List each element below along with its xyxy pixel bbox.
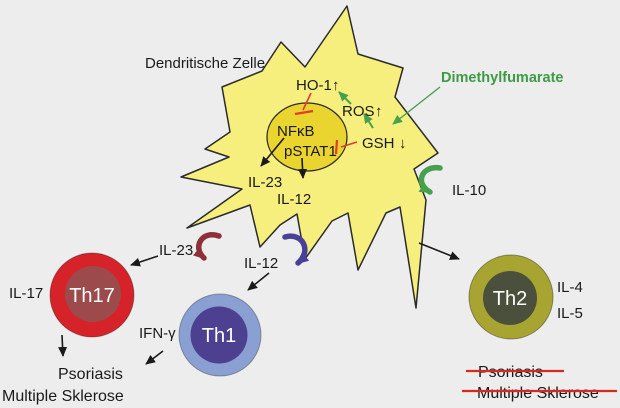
gsh-down-arrow-icon: ↓ xyxy=(399,135,407,152)
arrow-cell-to-th2 xyxy=(418,242,460,260)
arrow-il12-to-th1 xyxy=(247,272,270,291)
il17-label: IL-17 xyxy=(9,285,43,302)
dendritic-cell-label: Dendritische Zelle xyxy=(145,55,265,72)
arrow-il23-to-th17 xyxy=(130,255,159,267)
il23-label: IL-23 xyxy=(159,242,193,259)
arrow-ifng-to-outcome xyxy=(145,350,164,365)
secretion-arrow-il10-icon xyxy=(418,165,443,195)
th1-label: Th1 xyxy=(202,325,236,347)
th17-cell-inner xyxy=(65,266,121,322)
inhibition-gsh-to-pstat1 xyxy=(334,139,358,155)
il23-inner-label: IL-23 xyxy=(248,174,282,191)
outcome-active-multiple-sklerose: Multiple Sklerose xyxy=(2,388,124,405)
th17-label: Th17 xyxy=(69,285,115,307)
outcome-active-psoriasis: Psoriasis xyxy=(58,366,123,383)
secretion-arrow-il12-icon xyxy=(282,233,310,266)
gsh-label: GSH xyxy=(362,135,395,152)
ros-up-arrow-icon: ↑ xyxy=(375,103,383,120)
il4-label: IL-4 xyxy=(557,279,583,296)
secretion-arrow-il23-icon xyxy=(192,232,222,261)
ho1-label: HO-1 xyxy=(296,77,332,94)
dimethylfumarate-label: Dimethylfumarate xyxy=(441,70,563,86)
ho1-up-arrow-icon: ↑ xyxy=(332,77,340,94)
pstat1-label: pSTAT1 xyxy=(284,143,337,160)
arrow-nfkb-to-il23 xyxy=(260,137,285,167)
il5-label: IL-5 xyxy=(557,305,583,322)
arrow-th17-to-outcome xyxy=(58,334,68,357)
il12-label: IL-12 xyxy=(244,255,278,272)
ros-label: ROS xyxy=(342,103,375,120)
ifn-gamma-label: IFN-γ xyxy=(139,325,176,342)
arrow-pstat1-to-il12 xyxy=(298,157,308,179)
th2-cell-inner xyxy=(483,271,537,325)
th1-cell-inner xyxy=(190,306,248,364)
il10-label: IL-10 xyxy=(452,182,486,199)
arrow-gsh-to-ros xyxy=(363,113,374,129)
th2-label: Th2 xyxy=(493,288,527,310)
il12-inner-label: IL-12 xyxy=(277,191,311,208)
nfkb-label: NFκB xyxy=(277,123,315,140)
arrow-dimethylfumarate-to-cell xyxy=(392,86,441,125)
arrow-ros-to-ho1 xyxy=(338,91,352,105)
outcome-suppressed-multiple-sklerose: Multiple Sklerose xyxy=(477,385,599,402)
outcome-suppressed-psoriasis: Psoriasis xyxy=(478,364,543,381)
inhibition-ho1-to-nucleus xyxy=(294,92,314,116)
